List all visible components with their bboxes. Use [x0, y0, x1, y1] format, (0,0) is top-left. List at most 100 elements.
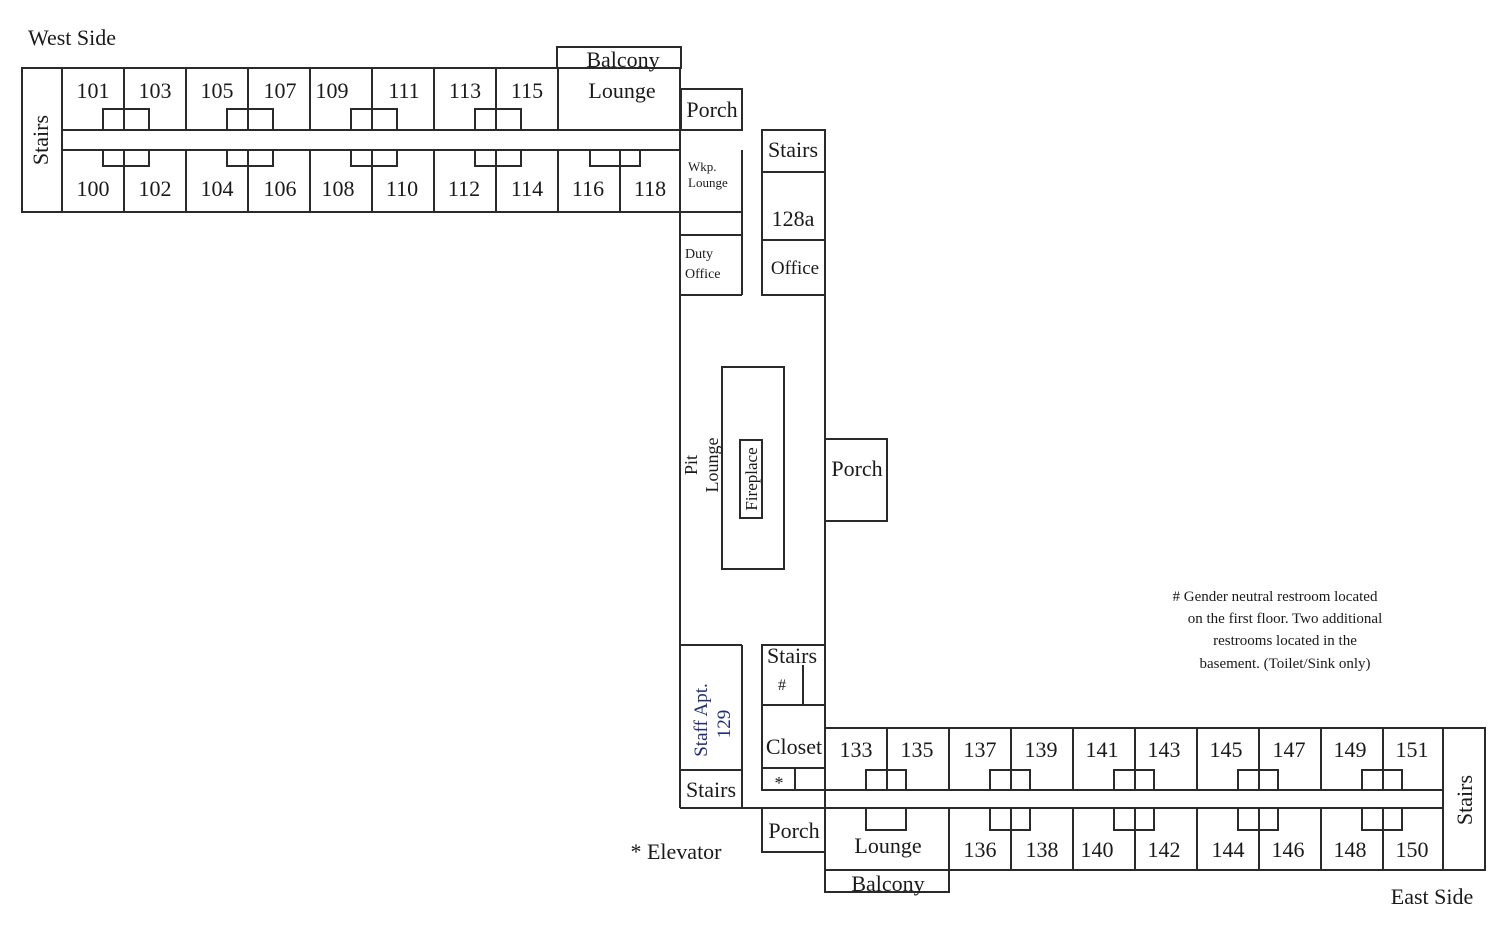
bath-door-mark — [350, 108, 398, 131]
room-number: 137 — [964, 737, 997, 762]
office-label: Office — [771, 258, 819, 279]
room-number: 114 — [511, 176, 543, 201]
room-number: 150 — [1396, 837, 1429, 862]
room-number: 148 — [1334, 837, 1367, 862]
room-number: 100 — [77, 176, 110, 201]
room-number: 136 — [964, 837, 997, 862]
room-number: 103 — [139, 78, 172, 103]
room-number: 140 — [1081, 837, 1114, 862]
east-stairs-label: Stairs — [1452, 775, 1477, 825]
bath-door-mark — [589, 149, 641, 167]
room-number: 109 — [316, 78, 349, 103]
east-balcony-label: Balcony — [851, 871, 924, 896]
center-right-rooms — [761, 129, 826, 296]
pit-lounge-label-2: Lounge — [702, 437, 722, 492]
west-balcony — [556, 46, 682, 69]
east-balcony — [824, 869, 950, 893]
elevator-block — [761, 767, 826, 791]
room-number: 135 — [901, 737, 934, 762]
pit-lounge-label-1: Pit — [681, 455, 701, 475]
bath-door-mark — [1237, 769, 1279, 791]
room-number: 145 — [1210, 737, 1243, 762]
restroom-note-line-3: restrooms located in the — [1213, 633, 1357, 649]
bath-door-mark — [865, 769, 907, 791]
west-upper-rooms: 101 103 105 107 109 111 113 115 — [77, 78, 544, 103]
bath-door-mark — [474, 108, 522, 131]
bath-door-mark — [474, 149, 522, 167]
bath-door-mark — [226, 108, 274, 131]
duty-office-label-1: Duty — [685, 247, 713, 262]
fireplace-label: Fireplace — [742, 447, 761, 510]
west-lower-rooms: 100 102 104 106 108 110 112 114 116 118 — [77, 176, 667, 201]
fireplace — [739, 439, 763, 519]
right-porch — [824, 438, 888, 522]
bath-door-mark — [989, 769, 1031, 791]
room-128a-label: 128a — [772, 206, 815, 231]
room-number: 144 — [1212, 837, 1245, 862]
room-number: 138 — [1026, 837, 1059, 862]
room-number: 133 — [840, 737, 873, 762]
room-number: 115 — [511, 78, 543, 103]
porch-right-label: Porch — [831, 456, 882, 481]
pit-fireplace-hearth — [721, 366, 785, 570]
room-number: 107 — [264, 78, 297, 103]
bath-door-mark — [989, 807, 1031, 831]
staff-apt-label: Staff Apt. — [691, 683, 712, 757]
bath-door-mark — [1113, 807, 1155, 831]
elevator-legend: * Elevator — [630, 839, 722, 864]
stairs-top-label: Stairs — [768, 137, 818, 162]
room-number: 105 — [201, 78, 234, 103]
room-number: 112 — [448, 176, 480, 201]
restroom-note-line-2: on the first floor. Two additional — [1188, 611, 1382, 627]
walls — [21, 46, 1486, 893]
room-number: 113 — [449, 78, 481, 103]
east-lower-rooms: 136 138 140 142 144 146 148 150 — [964, 837, 1429, 862]
room-number: 110 — [386, 176, 418, 201]
restroom-note-line-4: basement. (Toilet/Sink only) — [1199, 656, 1370, 672]
bath-door-mark — [226, 149, 274, 167]
bath-door-mark — [865, 807, 907, 831]
restroom-marker: # — [778, 677, 786, 694]
room-number: 101 — [77, 78, 110, 103]
bath-door-mark — [102, 108, 150, 131]
room-number: 147 — [1273, 737, 1306, 762]
west-balcony-label: Balcony — [586, 47, 659, 72]
room-number: 146 — [1272, 837, 1305, 862]
west-stairs-label: Stairs — [28, 115, 53, 165]
closet-label: Closet — [766, 734, 822, 759]
stairs-lower-left-label: Stairs — [686, 777, 736, 802]
room-number: 139 — [1025, 737, 1058, 762]
room-number: 104 — [201, 176, 234, 201]
bath-door-mark — [350, 149, 398, 167]
west-lounge-label: Lounge — [588, 78, 655, 103]
east-wing-outline — [824, 727, 1486, 871]
bath-door-mark — [1361, 807, 1403, 831]
bath-door-mark — [102, 149, 150, 167]
room-number: 102 — [139, 176, 172, 201]
room-number: 106 — [264, 176, 297, 201]
stairs-lower-right-label: Stairs — [767, 643, 817, 668]
room-number: 151 — [1396, 737, 1429, 762]
porch-bottom-label: Porch — [768, 818, 819, 843]
room-number: 108 — [322, 176, 355, 201]
room-number: 116 — [572, 176, 604, 201]
room-number: 118 — [634, 176, 666, 201]
west-side-heading: West Side — [28, 25, 116, 50]
east-lounge-label: Lounge — [854, 833, 921, 858]
room-number: 143 — [1148, 737, 1181, 762]
bath-door-mark — [1361, 769, 1403, 791]
west-porch-label: Porch — [686, 97, 737, 122]
wkp-lounge-label-1: Wkp. — [688, 159, 717, 174]
wkp-lounge-label-2: Lounge — [688, 175, 728, 190]
bath-door-mark — [1237, 807, 1279, 831]
west-porch — [680, 88, 743, 131]
room-number: 142 — [1148, 837, 1181, 862]
restroom-note-line-1: # Gender neutral restroom located — [1173, 589, 1378, 605]
room-number: 111 — [388, 78, 419, 103]
bath-door-mark — [1113, 769, 1155, 791]
staff-apt-number: 129 — [714, 710, 735, 739]
east-side-heading: East Side — [1391, 884, 1474, 909]
